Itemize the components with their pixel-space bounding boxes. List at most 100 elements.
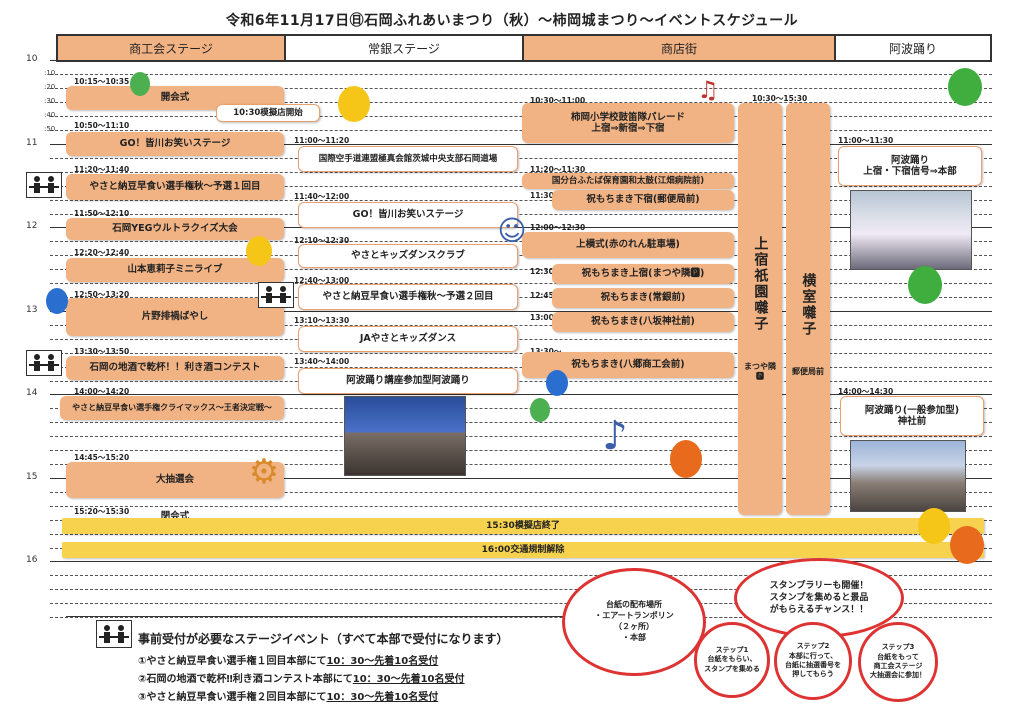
notes-heading: 事前受付が必要なステージイベント（すべて本部で受付になります）: [138, 632, 509, 646]
grid-line: [50, 534, 992, 535]
grid-line: [50, 144, 992, 145]
balloon-icon: [918, 508, 950, 544]
balloon-icon: [246, 236, 272, 266]
col-shoko-header: 商工会ステージ: [56, 34, 286, 62]
kamijuku-place: まつや隣🅿: [744, 362, 776, 381]
hour-label: 10: [26, 54, 38, 64]
grid-line: [50, 422, 992, 423]
shoko-event: GO！皆川お笑いステージ: [66, 132, 284, 156]
shotengai-time: 12:00〜12:30: [530, 223, 586, 232]
note-item: ②石岡の地酒で乾杯‼利き酒コンテスト本部にて10：30〜先着10名受付: [138, 670, 465, 685]
bubble-line: 本部に行って、: [788, 651, 838, 660]
shoko-time: 14:00〜14:20: [74, 387, 130, 396]
step3-bubble: ステップ3 台紙をもって 商工会ステージ 大抽選会に参加！: [858, 622, 938, 702]
bubble-line: 台紙をもらい、: [707, 655, 757, 664]
step-title: ステップ2: [796, 642, 830, 651]
hour-label: 12: [26, 221, 38, 231]
minute-label: :30: [44, 97, 56, 105]
grid-line: [50, 283, 992, 284]
hour-label: 13: [26, 305, 38, 315]
shotengai-time: 11:30〜: [530, 191, 562, 200]
awa-event: 阿波踊り上宿・下宿信号⇒本部: [838, 146, 982, 186]
grid-line: [50, 450, 992, 451]
grid-line: [50, 575, 992, 576]
bubble-line: ・エアートランポリン: [594, 611, 674, 621]
grid-line: [50, 241, 992, 242]
awa-photo: [850, 190, 972, 270]
shotengai-time: 13:30〜: [530, 346, 561, 357]
kamijuku-bayashi: 上宿祇園囃子 まつや隣🅿: [738, 103, 782, 515]
grid-line: [50, 353, 992, 354]
grid-line: [50, 88, 992, 89]
shoko-time: 12:20〜12:40: [74, 248, 130, 257]
bubble-line: 台紙をもって: [877, 652, 919, 661]
parade-route: 上宿⇒新宿⇒下宿: [591, 123, 665, 134]
shotengai-time: 12:45〜: [530, 291, 562, 300]
balloon-icon: [950, 526, 984, 564]
joban-label: 10:30模擬店開始: [216, 104, 320, 122]
note-text: ①やさと納豆早食い選手権１回目本部にて: [138, 656, 327, 667]
grid-line: [50, 214, 992, 215]
shotengai-event: 国分台ふたば保育園和太鼓(江畑病院前): [522, 173, 734, 189]
awa-label: 阿波踊り: [890, 154, 929, 166]
joban-event: JAやさとキッズダンス: [298, 326, 518, 352]
shotengai-time: 10:30〜11:00: [530, 96, 586, 105]
hour-label: 11: [26, 138, 38, 148]
step-title: ステップ3: [881, 643, 915, 652]
minute-label: :50: [44, 125, 56, 133]
grid-line: [50, 200, 992, 201]
parade-label: 柿岡小学校鼓笛隊パレード: [570, 111, 685, 123]
grid-line: [50, 74, 992, 75]
col-awa-header: 阿波踊り: [834, 34, 992, 62]
col-shotengai-header: 商店街: [522, 34, 836, 62]
grid-line: [50, 506, 992, 507]
bubble-line: スタンプを集める: [704, 664, 760, 673]
grid-line: [50, 311, 992, 312]
joban-event: 国際空手道連盟極真会館茨城中央支部石岡道場: [298, 146, 518, 172]
shoko-event: 山本恵莉子ミニライブ: [66, 258, 284, 282]
grid-line: [50, 478, 992, 479]
grid-line: [50, 589, 992, 590]
yokomuro-label: 横室囃子: [800, 273, 817, 337]
shoko-time: 14:45〜15:20: [74, 453, 130, 462]
note-time: 10：30〜先着10名受付: [352, 674, 465, 685]
bubble-line: スタンプを集めると景品: [769, 592, 869, 603]
bubble-line: 商工会ステージ: [873, 662, 923, 670]
shotengai-event: 祝もちまき(八坂神社前): [552, 312, 734, 332]
joban-time: 12:10〜12:30: [294, 236, 350, 245]
comedian-illustration: ☺: [497, 214, 527, 247]
grid-line: [50, 158, 992, 159]
grid-line: [50, 325, 992, 326]
hour-label: 15: [26, 472, 38, 482]
kamijuku-label: 上宿祇園囃子: [752, 236, 769, 333]
balloon-icon: [46, 288, 68, 314]
bubble-line: 台紙に抽選番号を: [785, 661, 841, 669]
grid-line: [50, 464, 992, 465]
note-item: ③やさと納豆早食い選手権２回目本部にて10：30〜先着10名受付: [138, 688, 438, 703]
shoko-event: 石岡の地酒で乾杯！！利き酒コンテスト: [66, 356, 284, 380]
step1-bubble: ステップ1 台紙をもらい、 スタンプを集める: [694, 622, 770, 698]
grid-line: [50, 102, 992, 103]
minute-label: :10: [44, 69, 56, 77]
grid-line: [50, 339, 992, 340]
step-title: ステップ1: [715, 645, 749, 654]
joban-time: 11:40〜12:00: [294, 192, 350, 201]
joban-event: GO！皆川お笑いステージ: [298, 202, 518, 228]
grid-line: [50, 130, 992, 131]
distribution-bubble: 台紙の配布場所 ・エアートランポリン （２ヶ所） ・本部: [562, 568, 706, 676]
shoko-event: 石岡YEGウルトラクイズ大会: [66, 218, 284, 240]
grid-line: [50, 408, 992, 409]
awa-place: 神社前: [897, 416, 927, 427]
joban-time: 13:40〜14:00: [294, 357, 350, 366]
shoko-time: 11:20〜11:40: [74, 165, 130, 174]
note-time: 10：30〜先着10名受付: [326, 656, 439, 667]
joban-time: 12:40〜13:00: [294, 276, 350, 285]
grid-line: [50, 617, 992, 618]
grid-line: [50, 394, 992, 395]
note-text: ③やさと納豆早食い選手権２回目本部にて: [138, 692, 327, 703]
bubble-line: ・本部: [622, 632, 646, 642]
shotengai-event: 上横式(赤のれん駐車場): [522, 232, 734, 258]
joban-event: やさとキッズダンスクラブ: [298, 244, 518, 268]
col-joban-header: 常銀ステージ: [284, 34, 524, 62]
balloon-icon: [546, 370, 568, 396]
